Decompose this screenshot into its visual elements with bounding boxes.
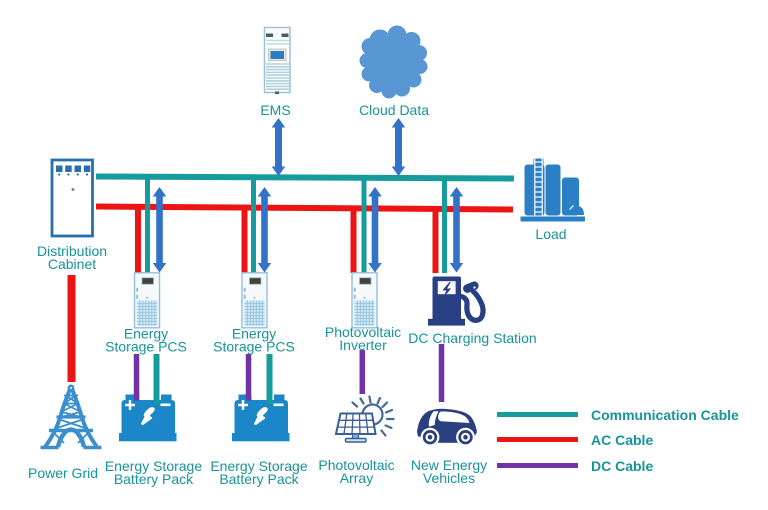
svg-text:New Energy: New Energy [411,457,487,473]
svg-text:Storage PCS: Storage PCS [105,339,187,355]
svg-text:Energy Storage: Energy Storage [105,458,202,474]
svg-text:Photovoltaic: Photovoltaic [318,457,394,473]
svg-text:Battery Pack: Battery Pack [219,471,299,487]
svg-text:Photovoltaic: Photovoltaic [325,324,401,340]
svg-text:Vehicles: Vehicles [423,470,475,486]
svg-text:Storage PCS: Storage PCS [213,339,295,355]
svg-text:Battery Pack: Battery Pack [114,471,194,487]
svg-text:Array: Array [340,470,373,486]
svg-text:Cloud Data: Cloud Data [359,102,429,118]
svg-text:DC Cable: DC Cable [591,458,653,474]
svg-text:Power Grid: Power Grid [28,465,98,481]
svg-text:Distribution: Distribution [37,243,107,259]
svg-text:Energy: Energy [232,326,276,342]
svg-text:Energy Storage: Energy Storage [210,458,307,474]
svg-text:Communication Cable: Communication Cable [591,407,739,423]
svg-text:Cabinet: Cabinet [48,256,96,272]
svg-text:Inverter: Inverter [339,337,387,353]
svg-text:Energy: Energy [124,326,168,342]
svg-text:AC Cable: AC Cable [591,432,653,448]
svg-text:Load: Load [535,226,566,242]
svg-text:DC Charging Station: DC Charging Station [408,330,536,346]
svg-text:EMS: EMS [260,102,290,118]
